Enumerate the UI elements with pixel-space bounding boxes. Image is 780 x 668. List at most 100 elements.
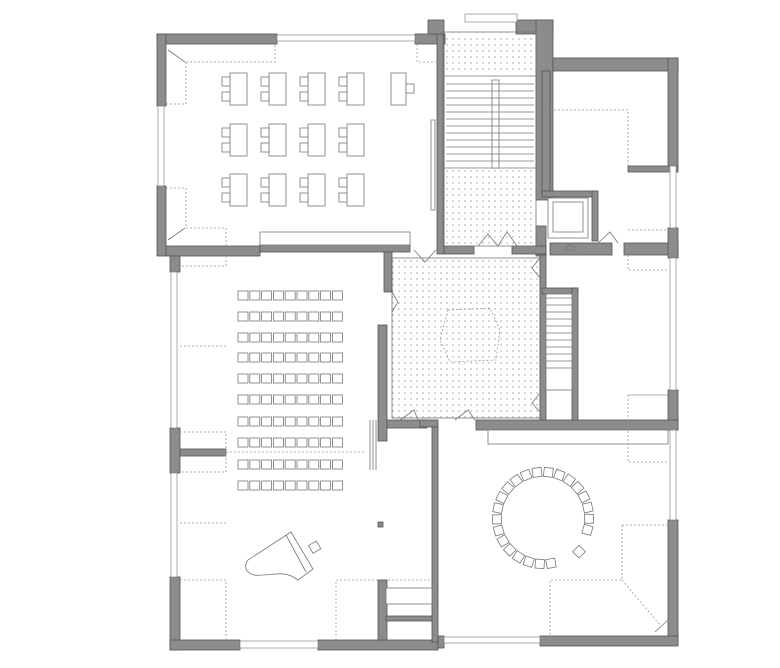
chair [511,550,526,564]
chair [299,142,309,153]
seat [331,459,343,470]
seat [272,290,284,301]
seat [272,332,284,343]
chair [221,91,231,102]
walls [156,19,679,651]
chair [338,192,348,203]
lobby-floor [391,257,541,419]
stair-landing-bottom [446,170,534,244]
seat [237,332,249,343]
stair-outline [545,293,573,391]
seat [237,290,249,301]
chair [509,473,524,488]
seat [272,459,284,470]
seat [296,290,308,301]
chair [492,524,505,537]
chair [338,76,348,87]
chair [221,177,231,188]
seat [284,394,296,405]
chair [299,76,309,87]
teacher-desk [390,72,407,106]
chair [502,542,517,557]
seat [237,416,249,427]
chair [570,480,585,495]
chair [221,142,231,153]
chair [501,481,515,496]
seat [296,459,308,470]
chair [260,76,270,87]
circle-chairs [491,466,594,570]
seat [296,394,308,405]
seat [284,332,296,343]
seat [320,352,332,363]
chair [584,513,594,524]
chair [522,555,535,568]
seat [237,437,249,448]
seat [272,437,284,448]
seat [272,352,284,363]
seat [261,290,273,301]
seat [308,332,320,343]
chair [338,177,348,188]
seat [320,480,332,491]
seat [308,480,320,491]
seat [296,332,308,343]
seat [308,394,320,405]
seat [284,459,296,470]
chair [496,534,510,548]
seat [237,352,249,363]
desk [346,123,365,157]
desk [268,173,287,207]
chair [405,83,415,94]
chair [260,142,270,153]
seat [237,459,249,470]
seat [331,332,343,343]
seat [308,352,320,363]
seat [331,437,343,448]
stair-landing-top [446,36,534,72]
chair [519,468,533,482]
seat [320,332,332,343]
seat [308,459,320,470]
seat [320,394,332,405]
chair [299,177,309,188]
seat [261,394,273,405]
chair [338,142,348,153]
chair [572,544,586,559]
chair [552,468,566,482]
chair [492,502,504,514]
chair [581,523,594,536]
seat [237,373,249,384]
seat [272,373,284,384]
desk [346,72,365,106]
chair [260,127,270,138]
seat [249,373,261,384]
chair [545,557,557,569]
seat [284,311,296,322]
seat [249,352,261,363]
windows [157,13,677,649]
seat [237,394,249,405]
desk [307,72,326,106]
chair [221,76,231,87]
seat [320,459,332,470]
seat [284,373,296,384]
seat [308,290,320,301]
seat [331,290,343,301]
chair [221,127,231,138]
seat [296,352,308,363]
seat [284,416,296,427]
seat [284,290,296,301]
seat [249,416,261,427]
seat [249,332,261,343]
seat [284,480,296,491]
desk [307,123,326,157]
seat [284,352,296,363]
lobby-rug [439,307,501,363]
seat [272,480,284,491]
classroom-desks [221,72,415,207]
seat [296,311,308,322]
seat [249,311,261,322]
chair [562,473,577,488]
